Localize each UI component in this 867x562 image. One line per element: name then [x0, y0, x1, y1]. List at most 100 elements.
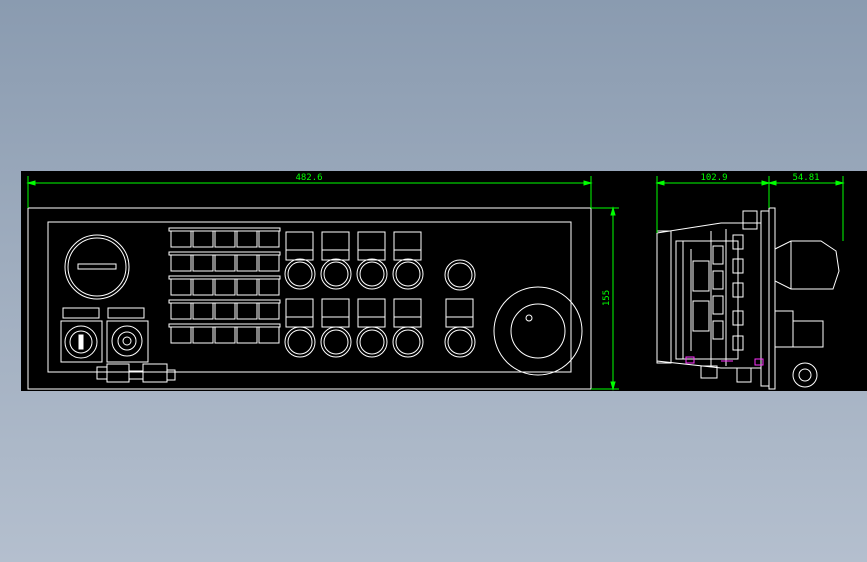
grid-key: [192, 326, 214, 344]
grid-key: [258, 230, 280, 248]
button-legend: [285, 231, 314, 251]
side-housing: [656, 222, 762, 369]
key-switch-icon: [64, 325, 98, 359]
selector-housing: [106, 320, 149, 363]
jog-wheel-dimple: [525, 314, 533, 322]
grid-key: [170, 326, 192, 344]
round-button: [392, 258, 424, 290]
jog-wheel-outer: [493, 286, 583, 376]
button-legend-strip: [285, 316, 314, 328]
round-button: [320, 326, 352, 358]
front-panel-outer: [27, 207, 592, 390]
side-bezel: [656, 230, 672, 364]
side-protrusion-dimension: 54.81: [792, 173, 819, 183]
button-legend-strip: [285, 249, 314, 261]
button-legend: [285, 298, 314, 318]
round-button: [284, 326, 316, 358]
cad-drawing: 482.6 155: [26, 173, 845, 391]
grid-key: [214, 254, 236, 272]
front-panel-inner: [47, 221, 572, 373]
side-flange: [768, 207, 776, 390]
cable-connector: [96, 363, 176, 383]
grid-key: [214, 278, 236, 296]
grid-key: [192, 278, 214, 296]
cad-viewport[interactable]: 482.6 155: [21, 171, 867, 391]
grid-key: [258, 278, 280, 296]
grid-key: [170, 278, 192, 296]
round-button: [444, 326, 476, 358]
front-dimensions: [26, 176, 619, 391]
button-legend-strip: [445, 316, 474, 328]
round-button: [320, 258, 352, 290]
round-button-ring: [287, 261, 313, 287]
button-legend-strip: [393, 316, 422, 328]
round-button-ring: [359, 261, 385, 287]
button-legend: [393, 298, 422, 318]
front-view: [27, 207, 592, 390]
round-button: [392, 326, 424, 358]
emergency-stop-button: [64, 234, 130, 300]
grid-key: [236, 254, 258, 272]
side-knob: [774, 240, 840, 290]
grid-key: [236, 302, 258, 320]
button-legend-strip: [357, 316, 386, 328]
button-legend: [321, 231, 350, 251]
button-legend: [357, 231, 386, 251]
selector-switch-icon: [111, 325, 143, 357]
front-height-dimension: 155: [602, 290, 612, 306]
grid-key: [192, 254, 214, 272]
button-legend-strip: [393, 249, 422, 261]
key-switch-label: [62, 307, 100, 319]
grid-key: [214, 230, 236, 248]
grid-key: [192, 302, 214, 320]
round-button-ring: [323, 329, 349, 355]
front-width-dimension: 482.6: [295, 173, 322, 183]
button-legend: [321, 298, 350, 318]
grid-key: [258, 254, 280, 272]
grid-key: [214, 326, 236, 344]
button-columns: [284, 231, 476, 358]
round-button: [356, 326, 388, 358]
selector-inner: [117, 331, 137, 351]
key-grid: [168, 227, 281, 344]
button-legend-strip: [357, 249, 386, 261]
selector-center: [122, 336, 132, 346]
round-button-ring: [447, 329, 473, 355]
emergency-stop-bar: [77, 263, 117, 270]
round-button: [284, 258, 316, 290]
grid-key: [214, 302, 236, 320]
round-button-ring: [447, 262, 473, 288]
emergency-stop-ring: [67, 237, 127, 297]
round-button-ring: [359, 329, 385, 355]
round-button: [356, 258, 388, 290]
round-button: [444, 259, 476, 291]
side-accents: [685, 356, 764, 366]
side-view: [656, 207, 840, 390]
key-slot: [78, 334, 84, 350]
side-pcb: [675, 240, 739, 360]
button-legend-strip: [321, 316, 350, 328]
grid-key: [170, 254, 192, 272]
grid-key: [170, 302, 192, 320]
round-button-ring: [287, 329, 313, 355]
round-button-ring: [395, 261, 421, 287]
grid-key: [258, 302, 280, 320]
button-legend: [393, 231, 422, 251]
side-depth-dimension: 102.9: [700, 173, 727, 183]
key-switch-housing: [60, 320, 103, 363]
grid-key: [236, 230, 258, 248]
grid-key: [236, 278, 258, 296]
grid-key: [170, 230, 192, 248]
selector-label: [107, 307, 145, 319]
button-legend: [357, 298, 386, 318]
button-legend: [445, 298, 474, 318]
round-button-ring: [323, 261, 349, 287]
round-button-ring: [395, 329, 421, 355]
jog-wheel-inner: [510, 303, 566, 359]
grid-key: [192, 230, 214, 248]
button-legend-strip: [321, 249, 350, 261]
side-dimensions: [655, 176, 845, 241]
grid-key: [258, 326, 280, 344]
side-wheel: [792, 362, 818, 388]
grid-key: [236, 326, 258, 344]
